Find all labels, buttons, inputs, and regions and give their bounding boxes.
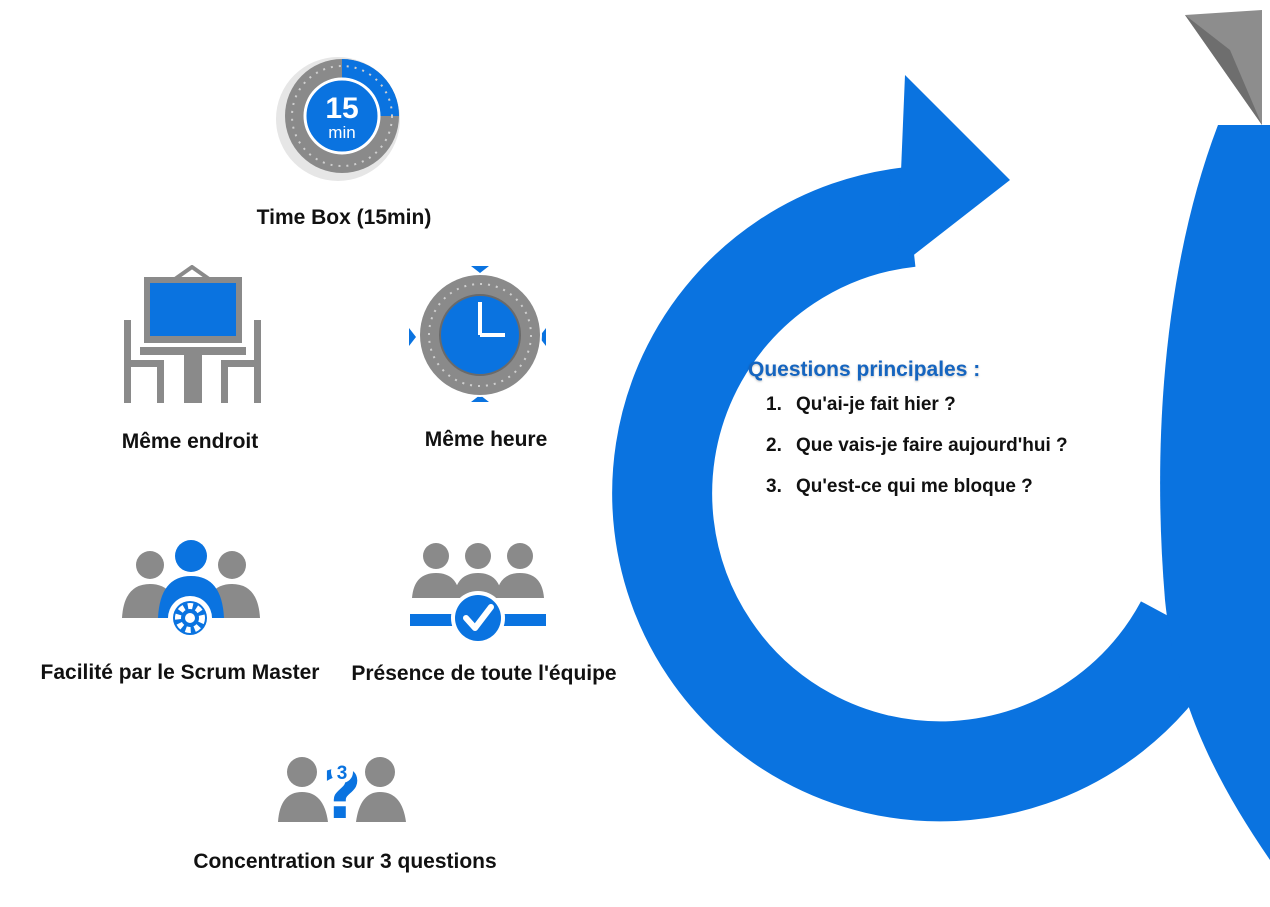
scrum-master-icon — [120, 538, 265, 643]
question-number: 1. — [766, 394, 782, 415]
timer-number: 15 — [325, 92, 358, 125]
list-item: 2. Que vais-je faire aujourd'hui ? — [766, 435, 1068, 457]
item-label-place: Même endroit — [121, 430, 259, 453]
question-text: Qu'ai-je fait hier ? — [796, 394, 956, 415]
item-label-time: Même heure — [424, 428, 548, 451]
question-text: Que vais-je faire aujourd'hui ? — [796, 435, 1068, 456]
team-check-icon — [408, 540, 548, 645]
item-label-timebox: Time Box (15min) — [256, 206, 432, 229]
three-questions-icon: ? 3 — [276, 748, 408, 828]
badge-number: 3 — [337, 763, 348, 784]
question-number: 3. — [766, 476, 782, 497]
meeting-table-icon — [120, 265, 265, 405]
stopwatch-icon: 15 min — [272, 55, 406, 185]
blue-arrow-head — [897, 75, 1010, 268]
questions-list: 1. Qu'ai-je fait hier ? 2. Que vais-je fai… — [748, 394, 1068, 498]
questions-panel: Questions principales : 1. Qu'ai-je fait … — [748, 358, 1068, 517]
question-number: 2. — [766, 435, 782, 456]
list-item: 1. Qu'ai-je fait hier ? — [766, 394, 1068, 416]
item-label-scrum-master: Facilité par le Scrum Master — [40, 661, 320, 684]
item-label-team: Présence de toute l'équipe — [351, 662, 617, 685]
clock-icon — [405, 262, 550, 407]
list-item: 3. Qu'est-ce qui me bloque ? — [766, 476, 1068, 498]
item-label-questions: Concentration sur 3 questions — [193, 850, 497, 873]
question-text: Qu'est-ce qui me bloque ? — [796, 476, 1033, 497]
blue-right-shape — [1160, 125, 1270, 860]
timer-unit: min — [328, 123, 355, 142]
questions-heading: Questions principales : — [748, 358, 981, 381]
blue-cycle-ring — [612, 167, 1229, 822]
